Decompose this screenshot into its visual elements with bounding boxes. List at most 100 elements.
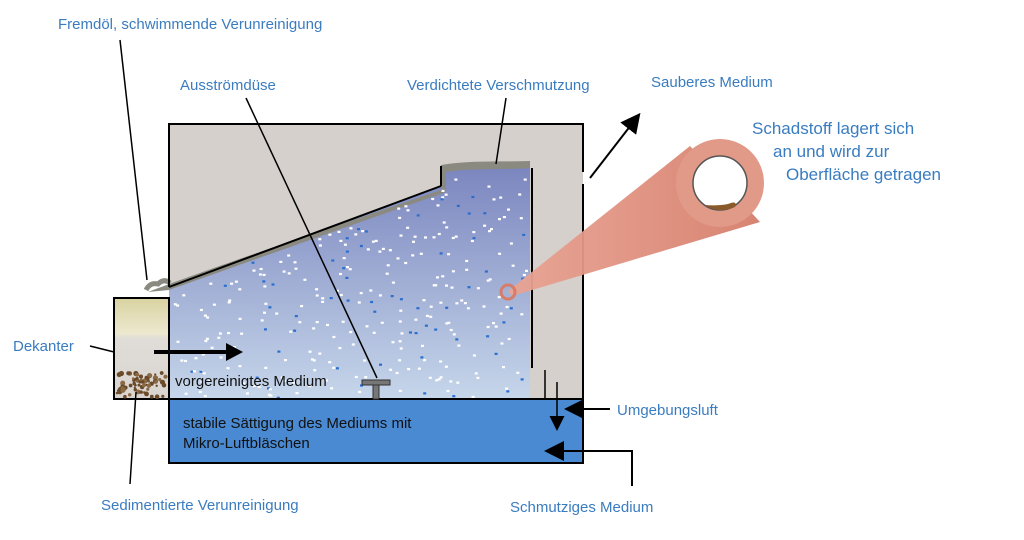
sediment-particle	[120, 387, 126, 393]
bubble	[511, 264, 515, 267]
bubble	[184, 392, 188, 395]
bubble	[451, 236, 455, 240]
bubble	[262, 280, 266, 283]
bubble	[434, 328, 438, 331]
bubble	[505, 387, 509, 390]
bubble	[348, 268, 352, 271]
bubble	[358, 390, 362, 394]
clean-medium-arrow	[589, 112, 641, 179]
bubble	[476, 287, 480, 290]
bubble	[505, 305, 509, 309]
bubble	[252, 269, 256, 272]
bubble	[409, 331, 412, 334]
bubble	[374, 239, 378, 242]
bubble	[342, 267, 346, 270]
fremdoel-pointer	[119, 39, 148, 281]
bubble	[268, 306, 272, 309]
label-saettigung-2: Mikro-Luftbläschen	[183, 435, 310, 452]
bubble	[359, 244, 363, 248]
bubble	[399, 347, 403, 350]
bubble	[421, 344, 424, 347]
bubble	[435, 379, 439, 382]
bubble	[354, 233, 358, 236]
bubble	[206, 316, 210, 319]
sediment-particle	[144, 391, 149, 397]
bubble	[282, 379, 286, 382]
sediment-particle	[116, 372, 122, 378]
bubble	[424, 324, 428, 327]
bubble	[395, 371, 399, 375]
bubble	[268, 393, 271, 396]
bubble	[365, 325, 369, 328]
sediment-particle	[146, 387, 150, 391]
sediment-particle	[123, 394, 127, 399]
bubble	[500, 342, 504, 345]
bubble	[390, 295, 394, 298]
sediment-particle	[158, 378, 162, 382]
bubble	[440, 198, 444, 201]
bubble	[343, 243, 347, 246]
bubble	[420, 356, 424, 359]
bubble	[441, 196, 445, 199]
bubble	[417, 367, 421, 370]
bubble	[482, 305, 486, 308]
sediment-particle	[154, 379, 158, 384]
bubble	[488, 230, 491, 233]
bubble	[180, 359, 184, 362]
medium-region	[169, 167, 530, 399]
sediment-particle	[135, 389, 141, 395]
label-schmutziges: Schmutziges Medium	[510, 499, 653, 516]
bubble	[398, 320, 402, 323]
bubble	[345, 250, 349, 253]
bubble	[429, 305, 433, 308]
bubble	[487, 185, 491, 188]
bubble	[282, 270, 286, 273]
bubble	[210, 346, 214, 349]
bubble	[199, 370, 203, 373]
bubble	[315, 321, 319, 324]
bubble	[463, 302, 467, 305]
bubble	[474, 372, 478, 375]
bubble	[518, 193, 522, 196]
bubble	[522, 233, 526, 236]
bubble	[293, 329, 297, 332]
bubble	[431, 197, 435, 201]
bubble	[338, 347, 342, 350]
sediment-particle	[163, 374, 168, 379]
bubble	[209, 282, 213, 285]
bubble	[190, 370, 194, 373]
bubble	[227, 301, 231, 304]
bubble	[442, 221, 446, 224]
bubble	[441, 189, 445, 192]
sediment-particle	[154, 394, 160, 400]
bubble	[425, 314, 429, 317]
bubble	[321, 297, 325, 300]
bubble	[509, 307, 513, 310]
sediment-particle	[140, 380, 145, 384]
bubble	[242, 382, 246, 385]
bubble	[260, 319, 264, 322]
bubble	[494, 352, 498, 355]
bubble	[284, 359, 287, 362]
bubble	[363, 359, 367, 362]
ausstroemduese-pointer	[245, 97, 378, 379]
label-schadstoff-3: Oberfläche getragen	[786, 165, 941, 184]
label-sauberes: Sauberes Medium	[651, 74, 773, 91]
bubble	[326, 323, 329, 327]
bubble	[456, 204, 460, 207]
bubble	[445, 322, 449, 325]
bubble	[470, 239, 474, 243]
bubble	[332, 335, 336, 339]
bubble	[465, 259, 469, 263]
bubble	[315, 288, 319, 291]
bubble	[378, 294, 382, 297]
bubble	[428, 376, 432, 379]
pollutant-deposit	[705, 202, 736, 211]
bubble	[520, 378, 524, 381]
bubble	[519, 217, 523, 220]
bubble	[370, 300, 374, 304]
bubble	[268, 388, 272, 391]
sediment-particle	[128, 393, 132, 397]
sediment-particle	[133, 377, 137, 381]
